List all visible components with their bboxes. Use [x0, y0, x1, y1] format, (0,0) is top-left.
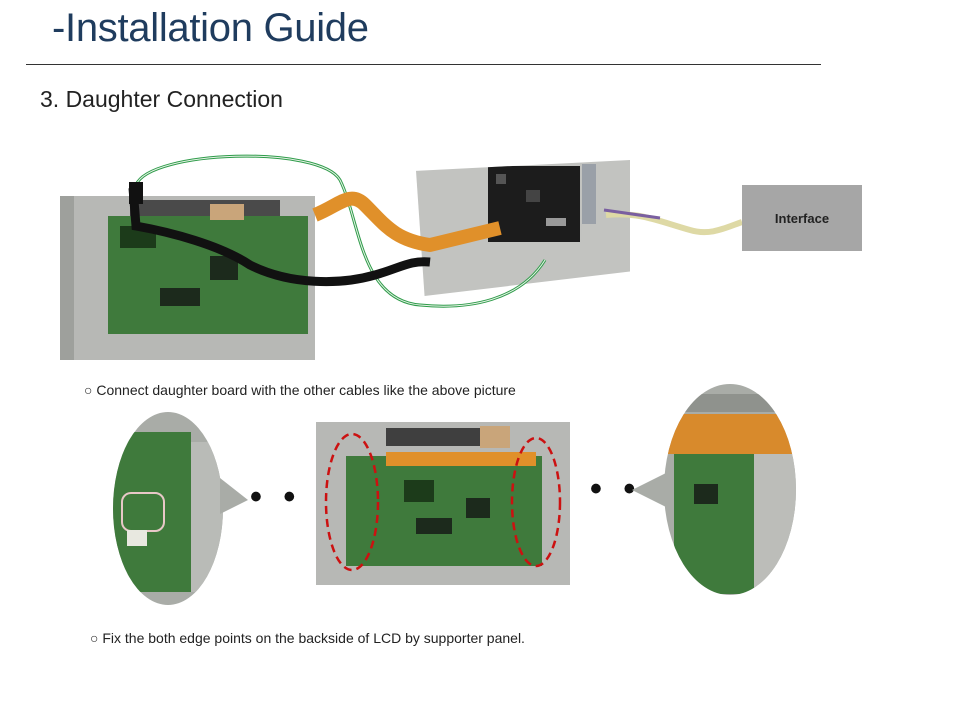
black-connector — [129, 182, 143, 204]
left-ellipsis: • • — [250, 478, 302, 516]
flex-cable — [312, 191, 502, 252]
right-edge-oval — [510, 436, 562, 568]
interface-cable — [605, 211, 743, 236]
right-zoom-pointer — [632, 472, 668, 508]
purple-wire — [603, 208, 661, 220]
connect-caption: ○ Connect daughter board with the other … — [84, 382, 516, 398]
daughter-board-photo — [416, 160, 630, 296]
left-edge-zoom-photo — [113, 412, 223, 605]
interface-label: Interface — [774, 210, 830, 226]
right-edge-zoom-photo — [664, 384, 796, 595]
left-edge-oval — [324, 432, 380, 572]
section-title: 3. Daughter Connection — [40, 86, 283, 112]
fix-caption: ○ Fix the both edge points on the backsi… — [90, 630, 525, 646]
interface-label-box: Interface — [742, 185, 862, 251]
title-divider — [26, 64, 821, 65]
black-cable — [128, 187, 431, 287]
middle-board-photo — [316, 422, 570, 585]
right-ellipsis: • • — [590, 470, 642, 508]
edge-highlight-ovals — [324, 432, 562, 572]
green-wire-highlight — [135, 155, 546, 307]
left-zoom-pointer — [220, 478, 248, 514]
page-title: -Installation Guide — [52, 6, 369, 50]
